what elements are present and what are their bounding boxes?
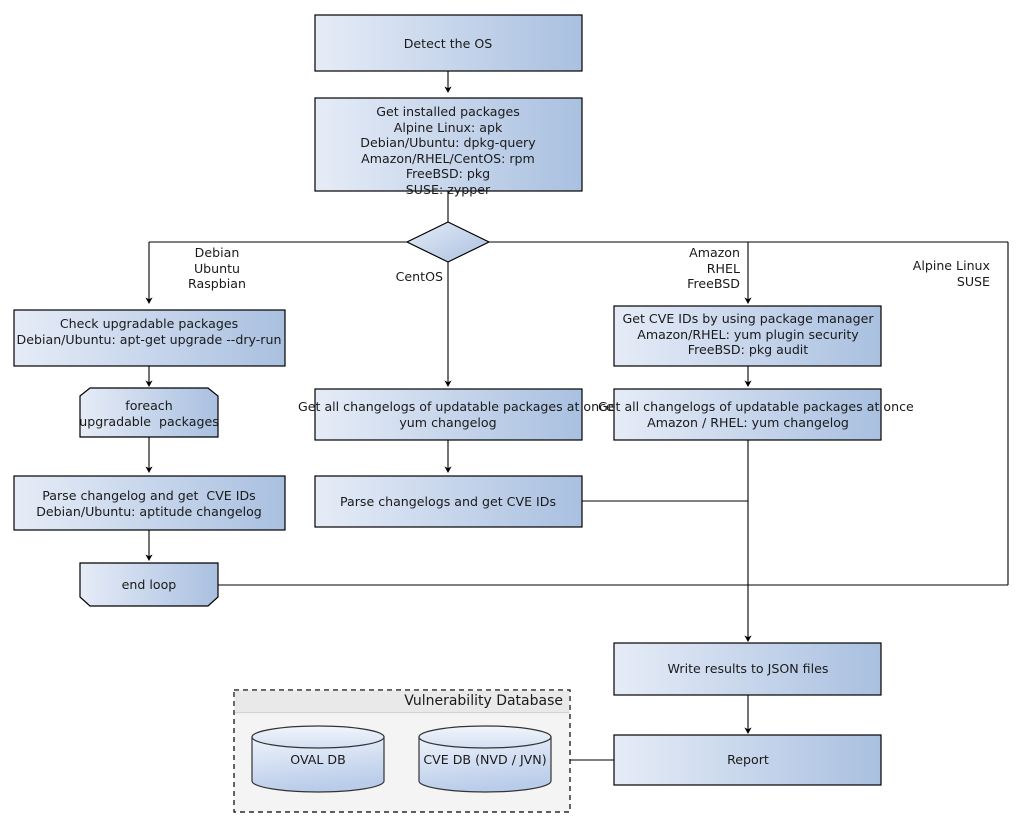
branch-label-debian: Debian Ubuntu Raspbian: [188, 245, 246, 291]
node-parse-changelogs-centos[interactable]: [314, 475, 583, 528]
oval-db-body: [251, 736, 385, 793]
node-get-changelogs-rhel[interactable]: [613, 388, 882, 441]
branch-label-alpine: Alpine Linux SUSE: [912, 258, 990, 289]
node-parse-changelog-debian[interactable]: [13, 475, 286, 531]
node-end-loop[interactable]: [79, 562, 219, 607]
node-report[interactable]: [613, 734, 882, 786]
node-get-changelogs-centos[interactable]: [314, 388, 583, 441]
node-detect-os[interactable]: [314, 14, 583, 72]
oval-db-label: OVAL DB: [290, 752, 346, 767]
branch-label-amazon: Amazon RHEL FreeBSD: [687, 245, 740, 291]
node-check-upgradable[interactable]: [13, 309, 286, 367]
node-os-decision[interactable]: [405, 221, 491, 263]
branch-label-centos: CentOS: [395, 269, 443, 284]
cve-db-body: [418, 736, 552, 793]
node-write-results[interactable]: [613, 642, 882, 696]
cve-db-label: CVE DB (NVD / JVN): [423, 752, 547, 767]
node-get-installed-packages[interactable]: [314, 97, 583, 192]
node-get-cve-ids-pkgmgr[interactable]: [613, 305, 882, 367]
vulndb-group-title: Vulnerability Database: [404, 693, 563, 709]
node-foreach-loop[interactable]: [79, 387, 219, 438]
